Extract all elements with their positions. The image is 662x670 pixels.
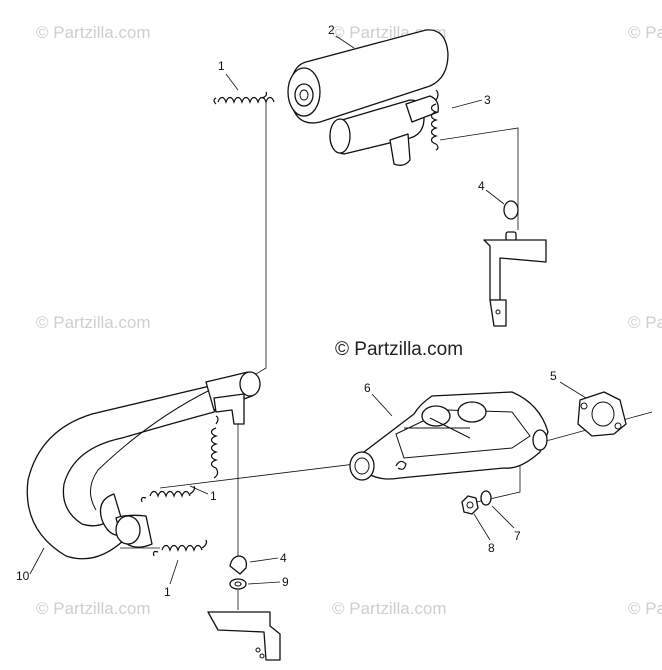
nut [461,495,479,515]
muffler [287,29,449,166]
gasket [577,391,627,437]
callout-label: 1 [164,585,171,599]
callout-label: 4 [478,179,485,193]
callout-label: 1 [210,489,217,503]
callout-label: 5 [550,369,557,383]
callout-label: 9 [282,575,289,589]
watermark-text: © Partzilla.com [628,599,662,618]
callout-label: 1 [218,59,225,73]
watermark-text: © Partzilla.com [628,23,662,42]
callout-label: 8 [488,541,495,555]
callout-label: 4 [280,551,287,565]
callouts: 1 2 3 4 5 6 1 10 1 4 9 8 7 [16,23,587,599]
grommet-lower [229,555,248,575]
spring-middle [210,415,219,479]
callout-label: 3 [484,93,491,107]
spring-top-right [430,89,439,151]
watermark-group: © Partzilla.com © Partzilla.com © Partzi… [36,23,662,618]
mounting-bracket-upper [483,239,547,327]
callout-label: 10 [16,569,30,583]
callout-label: 6 [364,381,371,395]
watermark-text: © Partzilla.com [36,313,151,332]
callout-label: 7 [514,529,521,543]
mounting-bracket-lower [207,611,281,661]
washer-right [480,490,492,506]
watermark-text: © Partzilla.com [628,313,662,332]
exhaust-manifold [349,391,549,481]
grommet-upper [503,200,519,247]
washer-lower [229,578,247,590]
callout-label: 2 [328,23,335,37]
spring-lower-horizontal [140,485,196,503]
center-watermark: © Partzilla.com [335,339,463,360]
watermark-text: © Partzilla.com [332,599,447,618]
spring-top-left [213,91,275,105]
watermark-text: © Partzilla.com [36,23,151,42]
watermark-text: © Partzilla.com [36,599,151,618]
spring-bottom [152,539,208,557]
expansion-pipe [26,371,261,560]
